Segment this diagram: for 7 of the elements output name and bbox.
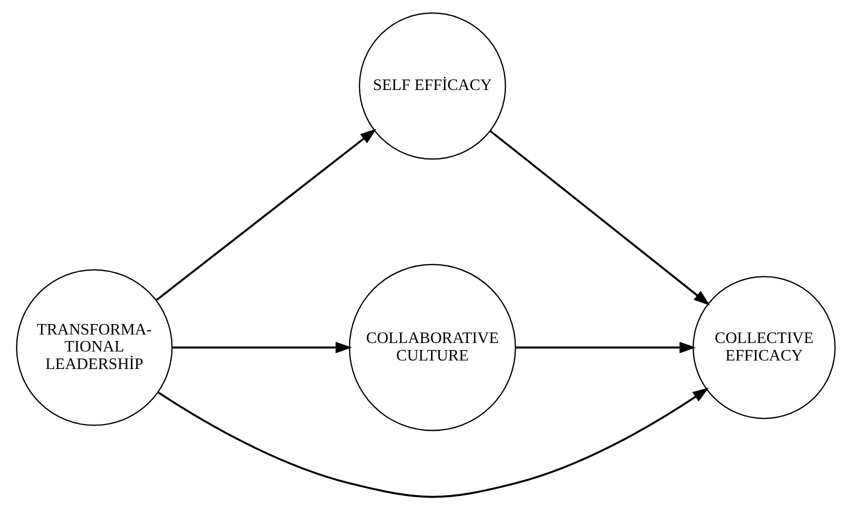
arrow (515, 342, 696, 354)
arrow (154, 128, 376, 302)
node-circle: COLLABORATIVE CULTURE (348, 264, 516, 432)
arrow (171, 342, 352, 354)
arrow (489, 130, 710, 306)
arrow (156, 388, 708, 498)
node-circle: TRANSFORMA- TIONAL LEADERSHİP (16, 269, 172, 426)
